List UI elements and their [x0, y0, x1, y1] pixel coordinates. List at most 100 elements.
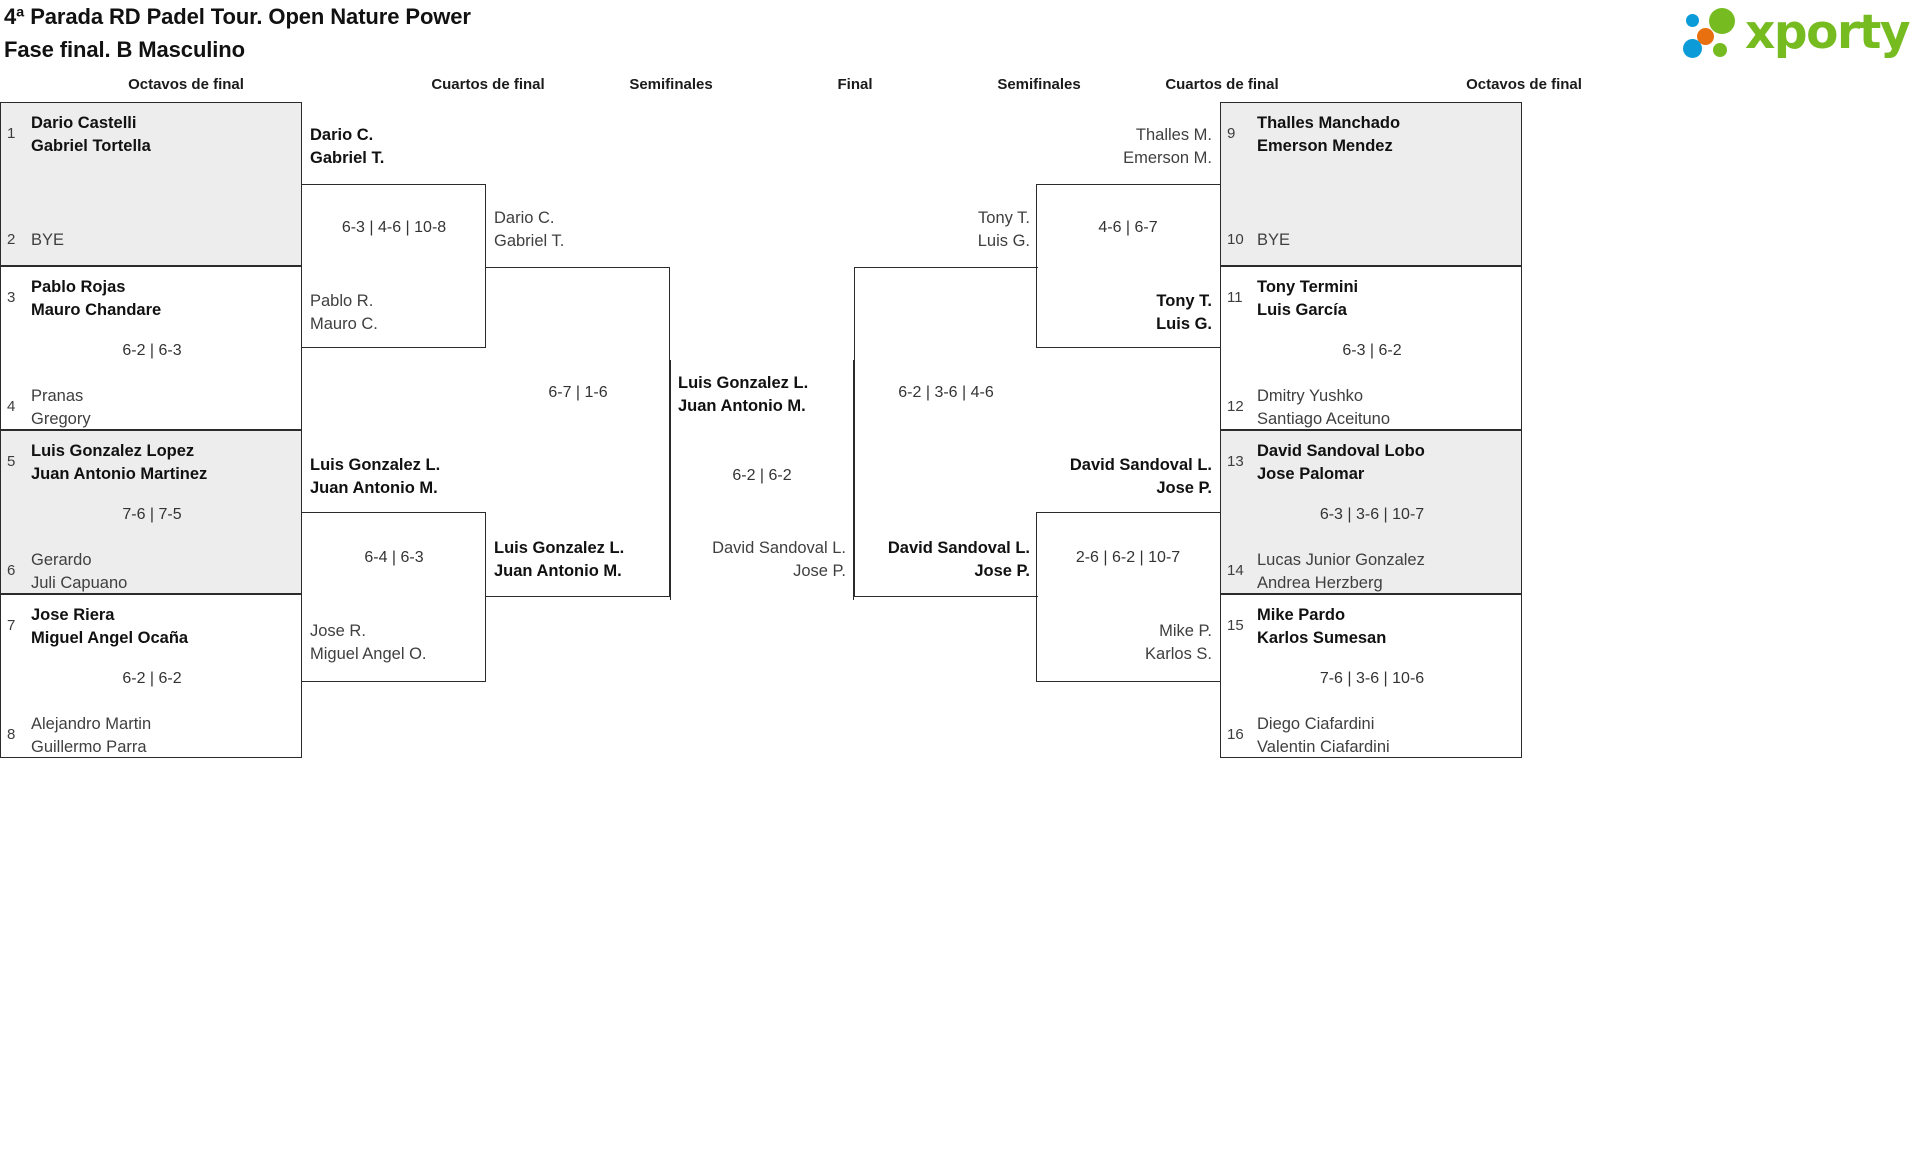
player-name-1: David Sandoval Lobo [1257, 442, 1425, 460]
player-name-1: David Sandoval L. [1069, 456, 1212, 474]
player-name-1: Dario C. [494, 209, 555, 227]
player-entry-seed-8: 8 Alejandro Martin Guillermo Parra [7, 713, 297, 759]
advancing-final-top: Luis Gonzalez L. Juan Antonio M. [678, 372, 854, 418]
seed-number: 1 [7, 125, 16, 142]
player-name-2: Juan Antonio M. [678, 397, 806, 415]
xporty-logo[interactable]: xporty [1683, 4, 1915, 62]
logo-dot-orange [1697, 28, 1714, 45]
seed-number: 8 [7, 726, 16, 743]
match-block-right-r16-3[interactable]: 13 David Sandoval Lobo Jose Palomar 6-3 … [1220, 430, 1522, 594]
match-connector-left-sf[interactable] [486, 267, 670, 597]
match-block-right-r16-1[interactable]: 9 Thalles Manchado Emerson Mendez 10 BYE [1220, 102, 1522, 266]
player-entry-seed-6: 6 Gerardo Juli Capuano [7, 549, 297, 595]
player-entry-seed-4: 4 Pranas Gregory [7, 385, 297, 431]
player-name-1: Lucas Junior Gonzalez [1257, 551, 1425, 569]
seed-number: 5 [7, 453, 16, 470]
page-title: 4ª Parada RD Padel Tour. Open Nature Pow… [4, 0, 471, 66]
player-name-2: Jose P. [1156, 479, 1212, 497]
player-name-1: Gerardo [31, 551, 92, 569]
player-name-2: Juan Antonio M. [310, 479, 438, 497]
round-heading-final: Final [837, 76, 873, 93]
match-block-left-r16-2[interactable]: 3 Pablo Rojas Mauro Chandare 6-2 | 6-3 4… [0, 266, 302, 430]
player-name-1: Thalles Manchado [1257, 114, 1401, 132]
advancing-right-sf-top: Tony T. Luis G. [854, 207, 1030, 253]
match-block-left-r16-3[interactable]: 5 Luis Gonzalez Lopez Juan Antonio Marti… [0, 430, 302, 594]
match-block-right-r16-2[interactable]: 11 Tony Termini Luis García 6-3 | 6-2 12… [1220, 266, 1522, 430]
final-divider-left [670, 360, 671, 600]
player-name-2: Juan Antonio Martinez [31, 465, 208, 483]
seed-number: 2 [7, 231, 16, 248]
round-heading-left-octavos: Octavos de final [128, 76, 244, 93]
seed-number: 13 [1227, 453, 1244, 470]
player-name-2: Luis García [1257, 301, 1347, 319]
player-name-2: Emerson Mendez [1257, 137, 1393, 155]
match-score: 7-6 | 7-5 [122, 506, 182, 523]
advancing-left-qf-1-bottom: Pablo R. Mauro C. [310, 290, 486, 336]
player-name-2: Luis G. [977, 232, 1030, 250]
round-heading-left-cuartos: Cuartos de final [431, 76, 545, 93]
player-name-1: Pablo R. [310, 292, 374, 310]
player-name-2: Gabriel T. [494, 232, 565, 250]
advancing-left-sf-top: Dario C. Gabriel T. [494, 207, 670, 253]
match-block-left-r16-4[interactable]: 7 Jose Riera Miguel Angel Ocaña 6-2 | 6-… [0, 594, 302, 758]
advancing-right-qf-1-top: Thalles M. Emerson M. [1036, 124, 1212, 170]
seed-number: 15 [1227, 617, 1244, 634]
logo-dot-blue-small [1686, 14, 1699, 27]
page-header: 4ª Parada RD Padel Tour. Open Nature Pow… [0, 0, 1920, 72]
player-name-2: Valentin Ciafardini [1257, 738, 1390, 756]
player-entry-seed-5: 5 Luis Gonzalez Lopez Juan Antonio Marti… [7, 440, 297, 486]
match-score-left-qf-2: 6-4 | 6-3 [364, 549, 424, 566]
player-name-2: Gabriel T. [310, 149, 385, 167]
player-name-2: Miguel Angel O. [310, 645, 427, 663]
player-name-1: Alejandro Martin [31, 715, 152, 733]
tournament-title-line-2: Fase final. B Masculino [4, 37, 245, 62]
player-name-1: Mike P. [1159, 622, 1212, 640]
tournament-title-line-1: 4ª Parada RD Padel Tour. Open Nature Pow… [4, 4, 471, 29]
player-name-1: Mike Pardo [1257, 606, 1346, 624]
match-block-right-r16-4[interactable]: 15 Mike Pardo Karlos Sumesan 7-6 | 3-6 |… [1220, 594, 1522, 758]
player-name-1: Dario C. [310, 126, 374, 144]
match-connector-left-qf-2[interactable] [302, 512, 486, 682]
match-score: 6-2 | 6-2 [122, 670, 182, 687]
match-score: 6-2 | 6-3 [122, 342, 182, 359]
player-entry-seed-14: 14 Lucas Junior Gonzalez Andrea Herzberg [1227, 549, 1517, 595]
match-score-left-qf-1: 6-3 | 4-6 | 10-8 [341, 219, 447, 236]
player-entry-seed-3: 3 Pablo Rojas Mauro Chandare [7, 276, 297, 322]
match-connector-right-sf[interactable] [854, 267, 1038, 597]
player-name-1: Dario Castelli [31, 114, 137, 132]
match-connector-right-qf-2[interactable] [1036, 512, 1220, 682]
seed-number: 10 [1227, 231, 1244, 248]
player-entry-seed-12: 12 Dmitry Yushko Santiago Aceituno [1227, 385, 1517, 431]
advancing-final-bottom: David Sandoval L. Jose P. [670, 537, 846, 583]
player-entry-seed-16: 16 Diego Ciafardini Valentin Ciafardini [1227, 713, 1517, 759]
round-heading-left-semifinales: Semifinales [629, 76, 713, 93]
player-name-1: Dmitry Yushko [1257, 387, 1364, 405]
match-score-right-qf-1: 4-6 | 6-7 [1098, 219, 1158, 236]
logo-dots-icon [1683, 6, 1743, 58]
match-score: 6-3 | 3-6 | 10-7 [1319, 506, 1425, 523]
seed-number: 11 [1227, 289, 1243, 306]
player-name-2: Karlos Sumesan [1257, 629, 1387, 647]
player-name-1: David Sandoval L. [887, 539, 1030, 557]
logo-dot-blue-large [1683, 39, 1702, 58]
player-name-1: Tony Termini [1257, 278, 1359, 296]
player-name-2: Karlos S. [1145, 645, 1212, 663]
match-score: 6-3 | 6-2 [1342, 342, 1402, 359]
seed-number: 7 [7, 617, 16, 634]
match-block-left-r16-1[interactable]: 1 Dario Castelli Gabriel Tortella 2 BYE [0, 102, 302, 266]
player-name-2: Gregory [31, 410, 91, 428]
player-name-2: Juli Capuano [31, 574, 128, 592]
match-connector-right-qf-1[interactable] [1036, 184, 1220, 348]
match-connector-left-qf-1[interactable] [302, 184, 486, 348]
player-name-1: Diego Ciafardini [1257, 715, 1375, 733]
player-name-1: David Sandoval L. [712, 539, 846, 557]
advancing-right-qf-2-bottom: Mike P. Karlos S. [1036, 620, 1212, 666]
player-entry-seed-7: 7 Jose Riera Miguel Angel Ocaña [7, 604, 297, 650]
logo-wordmark: xporty [1745, 5, 1911, 60]
advancing-right-sf-bottom: David Sandoval L. Jose P. [854, 537, 1030, 583]
player-name-2: Jose P. [793, 562, 846, 580]
player-name-2: Guillermo Parra [31, 738, 147, 756]
player-name-2: Mauro Chandare [31, 301, 162, 319]
match-score-right-qf-2: 2-6 | 6-2 | 10-7 [1075, 549, 1181, 566]
